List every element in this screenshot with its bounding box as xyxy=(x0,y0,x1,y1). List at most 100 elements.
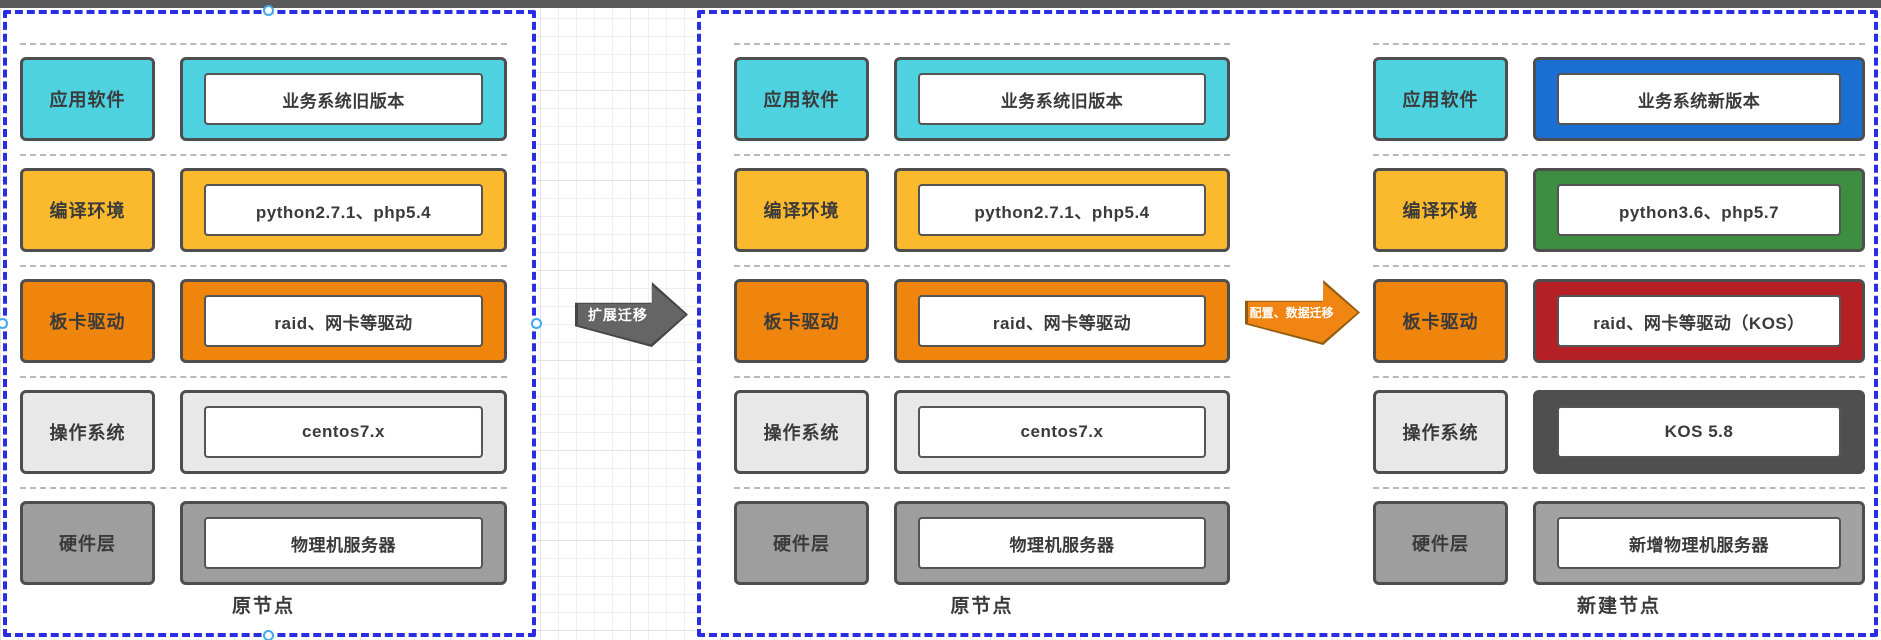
layer-value-text: centos7.x xyxy=(302,422,385,441)
node-stack-original-left: 应用软件 业务系统旧版本 编译环境 python2.7.1、php5.4 板卡驱… xyxy=(20,43,507,628)
os-layer-inner-box: centos7.x xyxy=(918,406,1206,458)
layer-row-os: 操作系统 KOS 5.8 xyxy=(1373,390,1865,474)
layer-label-text: 编译环境 xyxy=(763,201,840,221)
row-separator xyxy=(1373,265,1865,267)
layer-label-text: 操作系统 xyxy=(49,423,126,443)
layer-row-app: 应用软件 业务系统旧版本 xyxy=(734,57,1230,141)
expand-migration-arrow[interactable]: 扩展迁移 xyxy=(575,282,688,347)
hardware-layer-inner-box: 新增物理机服务器 xyxy=(1557,517,1841,569)
hardware-layer-content-box[interactable]: 物理机服务器 xyxy=(894,501,1230,585)
resize-handle-top[interactable] xyxy=(263,5,274,16)
layer-row-hardware: 硬件层 物理机服务器 xyxy=(20,501,507,585)
app-layer-label-box[interactable]: 应用软件 xyxy=(734,57,869,141)
arrow-label-text: 配置、数据迁移 xyxy=(1249,306,1334,320)
resize-handle-bottom[interactable] xyxy=(263,630,274,640)
app-layer-inner-box: 业务系统旧版本 xyxy=(204,73,483,125)
hardware-layer-label-box[interactable]: 硬件层 xyxy=(1373,501,1508,585)
node-stack-new: 应用软件 业务系统新版本 编译环境 python3.6、php5.7 板卡驱动 … xyxy=(1373,43,1865,628)
layer-label-text: 操作系统 xyxy=(763,423,840,443)
stack-caption[interactable]: 原节点 xyxy=(950,596,1014,617)
driver-layer-label-box[interactable]: 板卡驱动 xyxy=(1373,279,1508,363)
layer-value-text: 物理机服务器 xyxy=(1009,535,1115,555)
os-layer-label-box[interactable]: 操作系统 xyxy=(734,390,869,474)
layer-label-text: 板卡驱动 xyxy=(49,312,126,332)
row-separator xyxy=(734,487,1230,489)
compile-layer-content-box[interactable]: python2.7.1、php5.4 xyxy=(894,168,1230,252)
driver-layer-label-box[interactable]: 板卡驱动 xyxy=(20,279,155,363)
app-layer-content-box[interactable]: 业务系统新版本 xyxy=(1533,57,1865,141)
os-layer-label-box[interactable]: 操作系统 xyxy=(20,390,155,474)
driver-layer-label-box[interactable]: 板卡驱动 xyxy=(734,279,869,363)
layer-label-text: 操作系统 xyxy=(1402,423,1479,443)
resize-handle-left[interactable] xyxy=(0,318,8,329)
compile-layer-label-box[interactable]: 编译环境 xyxy=(734,168,869,252)
layer-row-compile: 编译环境 python2.7.1、php5.4 xyxy=(734,168,1230,252)
os-layer-inner-box: KOS 5.8 xyxy=(1557,406,1841,458)
layer-value-text: 业务系统旧版本 xyxy=(282,91,405,111)
compile-layer-content-box[interactable]: python3.6、php5.7 xyxy=(1533,168,1865,252)
app-layer-label-box[interactable]: 应用软件 xyxy=(20,57,155,141)
driver-layer-inner-box: raid、网卡等驱动 xyxy=(204,295,483,347)
app-layer-content-box[interactable]: 业务系统旧版本 xyxy=(894,57,1230,141)
compile-layer-content-box[interactable]: python2.7.1、php5.4 xyxy=(180,168,507,252)
app-layer-inner-box: 业务系统旧版本 xyxy=(918,73,1206,125)
app-layer-label-box[interactable]: 应用软件 xyxy=(1373,57,1508,141)
layer-value-text: raid、网卡等驱动 xyxy=(274,313,413,333)
window-top-bar xyxy=(0,0,1881,8)
arrow-label-text: 扩展迁移 xyxy=(587,306,648,323)
os-layer-content-box[interactable]: centos7.x xyxy=(180,390,507,474)
row-separator xyxy=(734,265,1230,267)
layer-value-text: 业务系统新版本 xyxy=(1637,91,1761,111)
layer-label-text: 编译环境 xyxy=(49,201,126,221)
hardware-layer-content-box[interactable]: 新增物理机服务器 xyxy=(1533,501,1865,585)
compile-layer-inner-box: python2.7.1、php5.4 xyxy=(204,184,483,236)
stack-caption[interactable]: 原节点 xyxy=(231,596,295,617)
os-layer-label-box[interactable]: 操作系统 xyxy=(1373,390,1508,474)
hardware-layer-label-box[interactable]: 硬件层 xyxy=(734,501,869,585)
layer-row-app: 应用软件 业务系统新版本 xyxy=(1373,57,1865,141)
driver-layer-content-box[interactable]: raid、网卡等驱动 xyxy=(894,279,1230,363)
os-layer-inner-box: centos7.x xyxy=(204,406,483,458)
hardware-layer-label-box[interactable]: 硬件层 xyxy=(20,501,155,585)
layer-value-text: python2.7.1、php5.4 xyxy=(974,202,1150,222)
row-separator xyxy=(20,43,507,45)
driver-layer-content-box[interactable]: raid、网卡等驱动 xyxy=(180,279,507,363)
layer-row-driver: 板卡驱动 raid、网卡等驱动 xyxy=(20,279,507,363)
hardware-layer-inner-box: 物理机服务器 xyxy=(918,517,1206,569)
hardware-layer-inner-box: 物理机服务器 xyxy=(204,517,483,569)
os-layer-content-box[interactable]: KOS 5.8 xyxy=(1533,390,1865,474)
compile-layer-inner-box: python2.7.1、php5.4 xyxy=(918,184,1206,236)
stack-caption[interactable]: 新建节点 xyxy=(1576,596,1661,617)
row-separator xyxy=(1373,376,1865,378)
layer-row-os: 操作系统 centos7.x xyxy=(20,390,507,474)
resize-handle-right[interactable] xyxy=(531,318,542,329)
layer-row-os: 操作系统 centos7.x xyxy=(734,390,1230,474)
compile-layer-label-box[interactable]: 编译环境 xyxy=(1373,168,1508,252)
layer-value-text: python2.7.1、php5.4 xyxy=(255,202,432,222)
row-separator xyxy=(734,43,1230,45)
layer-value-text: raid、网卡等驱动 xyxy=(992,313,1132,333)
layer-value-text: 物理机服务器 xyxy=(291,535,396,555)
layer-label-text: 应用软件 xyxy=(49,90,126,110)
layer-label-text: 硬件层 xyxy=(59,534,116,554)
driver-layer-content-box[interactable]: raid、网卡等驱动（KOS） xyxy=(1533,279,1865,363)
compile-layer-inner-box: python3.6、php5.7 xyxy=(1557,184,1841,236)
node-stack-original-middle: 应用软件 业务系统旧版本 编译环境 python2.7.1、php5.4 板卡驱… xyxy=(734,43,1230,628)
hardware-layer-content-box[interactable]: 物理机服务器 xyxy=(180,501,507,585)
os-layer-content-box[interactable]: centos7.x xyxy=(894,390,1230,474)
row-separator xyxy=(20,487,507,489)
layer-value-text: centos7.x xyxy=(1020,422,1104,441)
driver-layer-inner-box: raid、网卡等驱动（KOS） xyxy=(1557,295,1841,347)
driver-layer-inner-box: raid、网卡等驱动 xyxy=(918,295,1206,347)
layer-label-text: 编译环境 xyxy=(1402,201,1479,221)
layer-row-driver: 板卡驱动 raid、网卡等驱动（KOS） xyxy=(1373,279,1865,363)
layer-value-text: python3.6、php5.7 xyxy=(1618,202,1780,222)
layer-label-text: 应用软件 xyxy=(1402,90,1479,110)
row-separator xyxy=(20,265,507,267)
layer-row-compile: 编译环境 python3.6、php5.7 xyxy=(1373,168,1865,252)
layer-value-text: 新增物理机服务器 xyxy=(1629,535,1769,555)
layer-row-hardware: 硬件层 物理机服务器 xyxy=(734,501,1230,585)
compile-layer-label-box[interactable]: 编译环境 xyxy=(20,168,155,252)
app-layer-content-box[interactable]: 业务系统旧版本 xyxy=(180,57,507,141)
